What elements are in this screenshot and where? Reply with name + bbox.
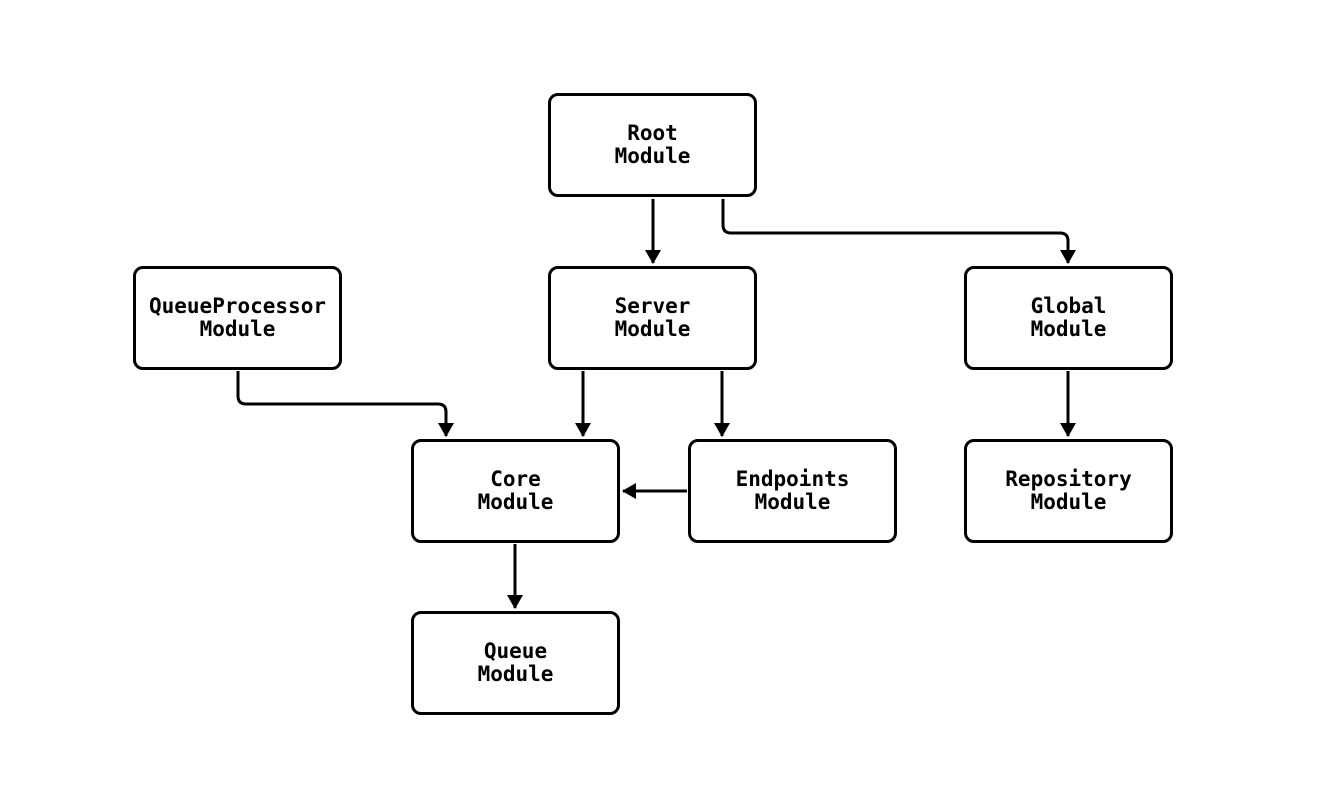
node-queue-module: Queue Module [411, 611, 620, 715]
node-queueprocessor-module: QueueProcessor Module [133, 266, 342, 370]
node-label: Global Module [1030, 294, 1107, 341]
edge-queueprocessor-to-core [236, 371, 454, 437]
node-server-module: Server Module [548, 266, 757, 370]
edge-root-to-global [721, 199, 1076, 264]
node-label: Queue Module [477, 639, 554, 686]
node-global-module: Global Module [964, 266, 1173, 370]
node-label: Core Module [477, 467, 554, 514]
node-label: QueueProcessor Module [148, 294, 326, 341]
node-endpoints-module: Endpoints Module [688, 439, 897, 543]
node-label: Repository Module [1005, 467, 1132, 514]
node-repository-module: Repository Module [964, 439, 1173, 543]
node-label: Root Module [614, 121, 691, 168]
node-label: Endpoints Module [735, 467, 850, 514]
node-core-module: Core Module [411, 439, 620, 543]
node-label: Server Module [614, 294, 691, 341]
node-root-module: Root Module [548, 93, 757, 197]
